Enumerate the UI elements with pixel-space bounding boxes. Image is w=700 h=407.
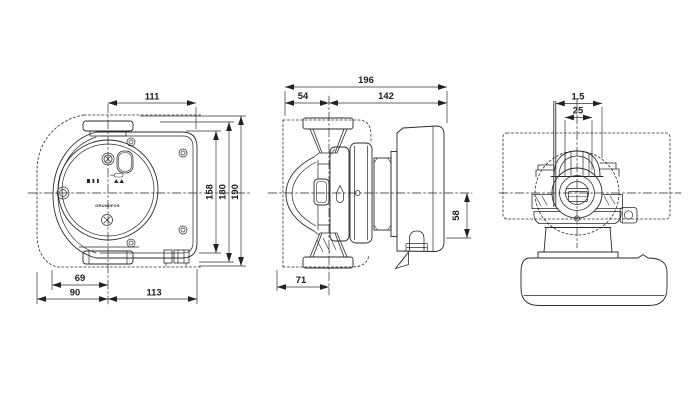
front-panel-pictograms: [87, 179, 124, 183]
dim-label-front-top-width: 111: [145, 91, 160, 102]
end-view: [498, 98, 682, 306]
end-side-bracket: [619, 207, 638, 224]
side-motor-cylinder: [373, 151, 398, 237]
grundfos-logo-text: GRUNDFOS: [95, 203, 120, 208]
side-volute-housing: [285, 152, 331, 236]
dim-label-end-port-width: 25: [573, 105, 583, 116]
side-dimensions: [276, 84, 471, 291]
dim-label-side-center-to-bottom: 58: [450, 210, 461, 220]
front-display-mini-icon: [110, 173, 124, 178]
front-center-screw-bottom: [101, 214, 113, 226]
side-cable-gland: [405, 230, 428, 252]
dim-end-offset: [553, 100, 603, 207]
dim-label-end-offset: 1.5: [571, 91, 584, 102]
dim-label-front-bottom-inner: 69: [75, 272, 85, 283]
dim-label-side-shell-to-axis: 71: [296, 274, 306, 285]
front-corner-screws: [56, 137, 188, 248]
dim-label-side-overall: 196: [358, 74, 374, 85]
dim-label-front-height-inner: 158: [204, 184, 215, 200]
front-insulation-shell-outline: [36, 114, 202, 268]
end-side-shoulders: [535, 162, 620, 177]
front-view: GRUNDFOS: [27, 103, 253, 305]
dim-label-front-height-mid: 180: [217, 184, 228, 200]
end-clamp-band: [531, 194, 623, 209]
side-view: [267, 95, 473, 296]
end-dimensions: [553, 100, 603, 207]
dim-label-front-bottom-left: 90: [70, 287, 80, 298]
dim-label-side-front-section: 54: [298, 90, 309, 101]
end-neck: [537, 227, 619, 258]
side-control-box: [396, 125, 445, 252]
side-centerlines: [267, 95, 473, 296]
dim-front-bottom: [36, 269, 198, 304]
dim-front-top-width: [108, 100, 197, 129]
dim-label-front-height-overall: 190: [229, 184, 240, 200]
end-terminal-box: [520, 253, 668, 306]
dim-label-front-bottom-right: 113: [146, 287, 161, 298]
side-top-flange: [302, 117, 354, 154]
end-centerlines: [498, 98, 682, 249]
front-dimensions: [36, 100, 246, 304]
dim-front-heights: [140, 115, 246, 267]
dim-side-center-to-bottom: [446, 193, 471, 239]
side-bottom-flange: [302, 232, 354, 269]
end-insulation-shell-outline: [502, 132, 671, 236]
side-motor-flange: [329, 146, 350, 242]
front-cable-clamps: [163, 249, 190, 267]
side-insulation-shell-outline: [282, 119, 372, 268]
front-display-window: [116, 150, 134, 174]
front-centerlines: [27, 103, 253, 305]
side-terminal-wedge: [394, 250, 409, 270]
dim-end-port-width: [564, 114, 593, 170]
dim-side-shell-to-axis: [276, 270, 329, 291]
dim-label-side-rear-section: 142: [378, 90, 394, 101]
